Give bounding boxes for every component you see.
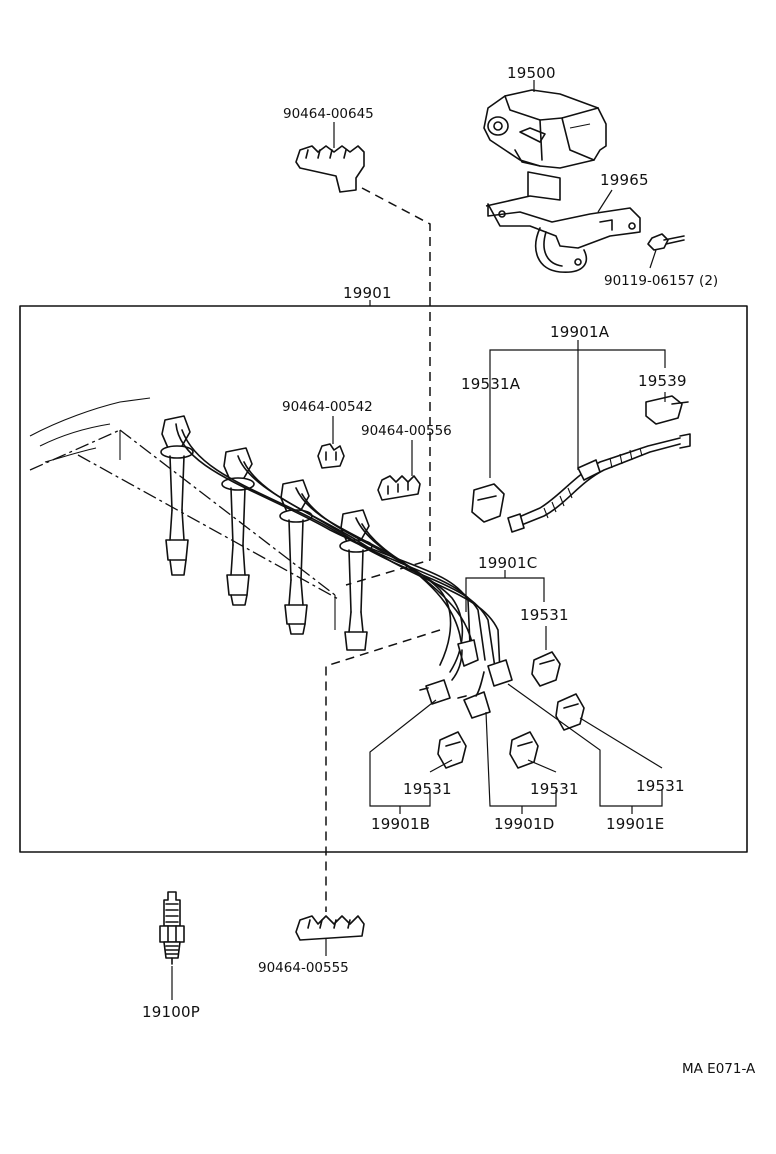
label-figure-code: MA E071-A — [682, 1061, 756, 1077]
label-bracket: 19965 — [600, 171, 649, 189]
label-coil: 19500 — [507, 64, 556, 82]
label-cord-a: 19901A — [550, 323, 610, 341]
cap-e — [555, 693, 585, 731]
label-cord-d: 19901D — [494, 815, 554, 833]
label-clamp-556: 90464-00556 — [361, 423, 452, 439]
label-cord-b: 19901B — [371, 815, 430, 833]
clamp-556 — [377, 475, 421, 501]
clamp-top — [295, 145, 365, 193]
cord-ends — [419, 639, 513, 719]
cord-a-leaders — [489, 340, 666, 478]
ignition-coil — [483, 89, 607, 169]
label-cord-e: 19901E — [606, 815, 664, 833]
cord-c-leaders — [465, 570, 547, 650]
cord-bde-leaders — [369, 683, 663, 814]
bracket-leader — [597, 189, 613, 213]
label-cap-a1: 19531A — [461, 375, 521, 393]
label-cap-a2: 19539 — [638, 372, 687, 390]
spark-plug — [159, 891, 185, 965]
cord-a — [471, 395, 691, 533]
label-clamp-top: 90464-00645 — [283, 106, 374, 122]
cord-set-frame — [19, 305, 748, 853]
label-plug: 19100P — [142, 1003, 200, 1021]
bolt-leader — [649, 249, 657, 269]
label-cap-e: 19531 — [636, 777, 685, 795]
label-clamp-542: 90464-00542 — [282, 399, 373, 415]
label-clamp-bottom: 90464-00555 — [258, 960, 349, 976]
label-cap-c: 19531 — [520, 606, 569, 624]
coil-bracket — [485, 171, 641, 273]
clamp-bottom — [295, 915, 365, 941]
label-cord-c: 19901C — [478, 554, 537, 572]
label-cap-d: 19531 — [530, 780, 579, 798]
clamp-542 — [317, 443, 345, 469]
bolt — [647, 233, 685, 251]
clamp-top-dash — [345, 187, 431, 586]
label-bolt: 90119-06157 (2) — [604, 273, 718, 289]
label-cord-set: 19901 — [343, 284, 392, 302]
cap-c — [531, 651, 561, 687]
cap-b — [437, 731, 467, 769]
clamp-555-dash — [325, 629, 441, 912]
engine-outline — [29, 397, 341, 630]
label-cap-b: 19531 — [403, 780, 452, 798]
